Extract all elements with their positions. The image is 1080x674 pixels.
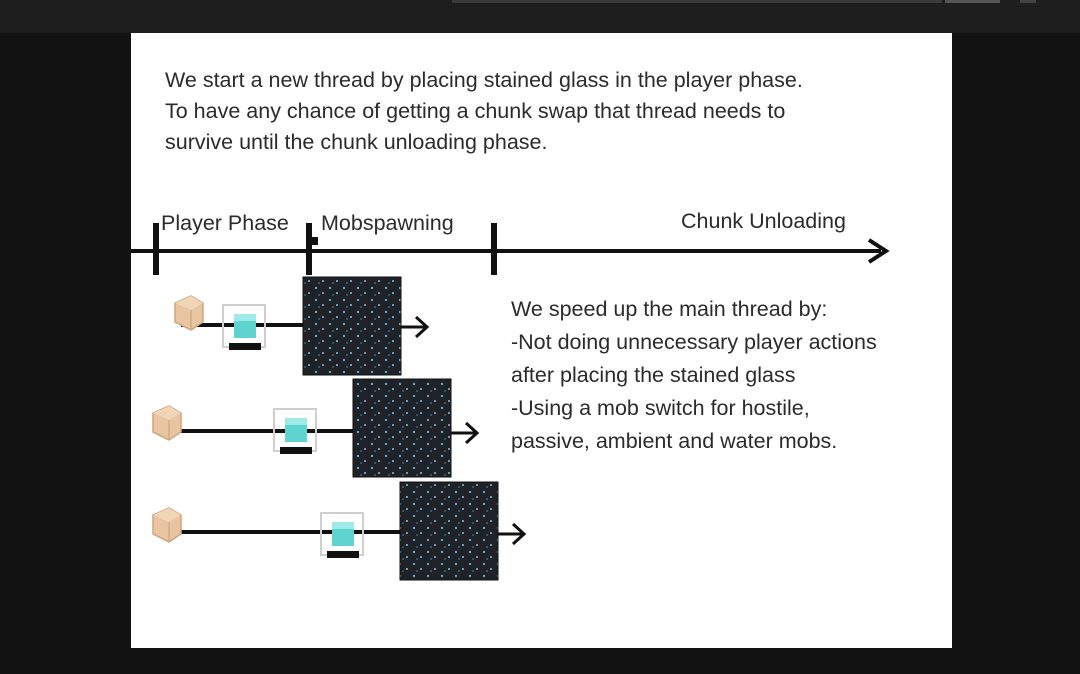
speedup-notes: We speed up the main thread by: -Not doi… bbox=[511, 293, 951, 458]
stained-glass-beacon-icon bbox=[222, 304, 266, 350]
note-line: passive, ambient and water mobs. bbox=[511, 429, 838, 453]
timeline-axis bbox=[131, 223, 890, 275]
arrow-right-icon bbox=[498, 522, 527, 546]
note-line: after placing the stained glass bbox=[511, 363, 796, 387]
phase-label-mobspawning: Mobspawning bbox=[321, 211, 454, 235]
phase-timeline-diagram bbox=[131, 223, 890, 581]
intro-line: To have any chance of getting a chunk sw… bbox=[165, 99, 786, 123]
presentation-slide: We start a new thread by placing stained… bbox=[131, 33, 952, 648]
thread-row-2 bbox=[152, 378, 480, 478]
phase-label-player: Player Phase bbox=[161, 211, 289, 235]
timeline-arrow-icon bbox=[867, 238, 890, 264]
wood-block-icon bbox=[174, 295, 204, 331]
stained-glass-beacon-icon bbox=[273, 408, 317, 454]
seek-bar-progress bbox=[945, 0, 1000, 3]
arrow-right-icon bbox=[401, 315, 430, 339]
control-icon[interactable] bbox=[1020, 0, 1036, 3]
intro-line: We start a new thread by placing stained… bbox=[165, 68, 803, 92]
arrow-right-icon bbox=[451, 421, 480, 445]
note-line: -Not doing unnecessary player actions bbox=[511, 330, 877, 354]
phase-label-chunk-unloading: Chunk Unloading bbox=[681, 209, 846, 233]
phase-tick bbox=[491, 223, 497, 275]
phase-tick bbox=[153, 223, 159, 275]
mob-spawning-chunk-icon bbox=[399, 481, 499, 581]
phase-tick bbox=[306, 223, 312, 275]
note-line: We speed up the main thread by: bbox=[511, 297, 828, 321]
intro-line: survive until the chunk unloading phase. bbox=[165, 130, 548, 154]
video-top-bar bbox=[0, 0, 1080, 33]
stained-glass-beacon-icon bbox=[320, 512, 364, 558]
video-subtitle-strip bbox=[0, 652, 430, 674]
wood-block-icon bbox=[152, 405, 182, 441]
seek-bar[interactable] bbox=[452, 0, 942, 3]
phase-tick-notch bbox=[312, 237, 318, 245]
mob-spawning-chunk-icon bbox=[302, 276, 402, 376]
mob-spawning-chunk-icon bbox=[352, 378, 452, 478]
thread-row-3 bbox=[152, 481, 527, 581]
note-line: -Using a mob switch for hostile, bbox=[511, 396, 810, 420]
slide-intro-text: We start a new thread by placing stained… bbox=[165, 65, 925, 158]
thread-row-1 bbox=[174, 276, 430, 376]
wood-block-icon bbox=[152, 507, 182, 543]
